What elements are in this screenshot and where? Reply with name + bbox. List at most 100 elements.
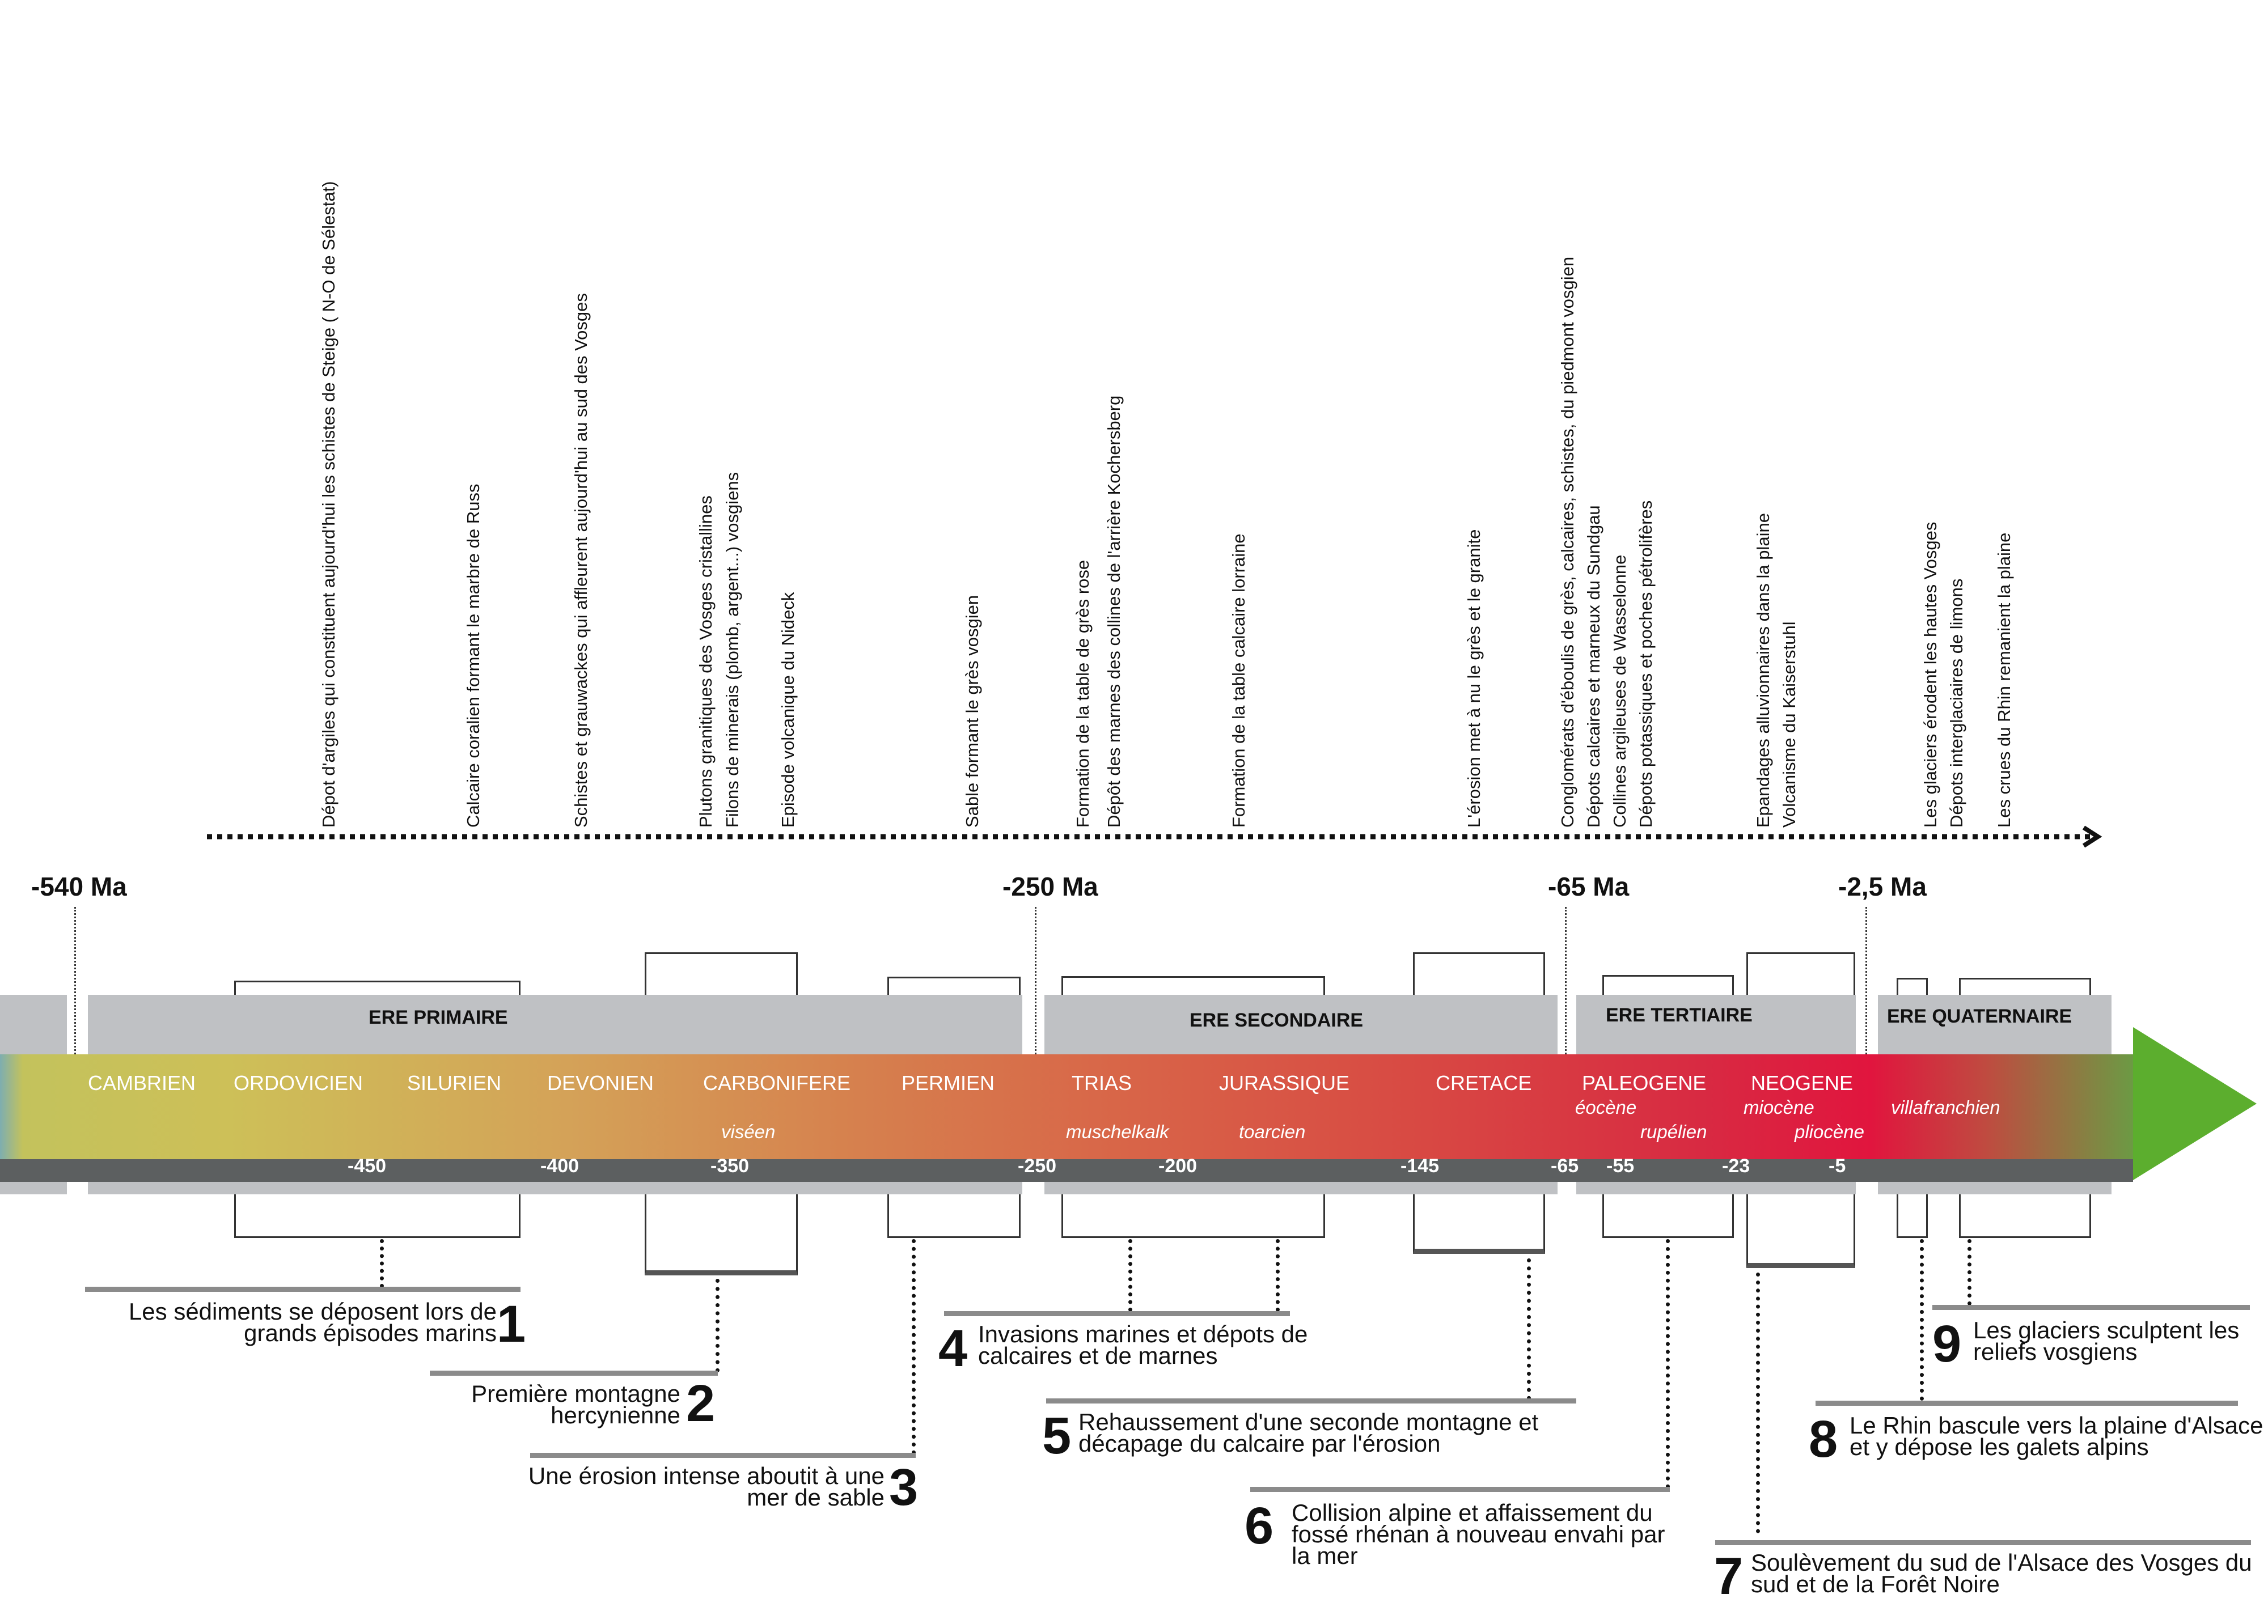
step-line <box>430 1371 718 1376</box>
tick-label: -65 <box>1551 1155 1579 1177</box>
tick-label: -250 <box>1018 1155 1057 1177</box>
period-bracket <box>1746 1194 1855 1268</box>
period-bracket <box>1061 1194 1325 1238</box>
milestone-line <box>74 907 76 1054</box>
era-label: ERE TERTIAIRE <box>1606 1004 1753 1026</box>
step-text: Les glaciers sculptent les reliefs vosgi… <box>1973 1317 2240 1365</box>
step-line <box>1250 1487 1670 1492</box>
step-number: 2 <box>686 1375 716 1432</box>
event-arrow <box>207 825 2102 848</box>
period-bracket <box>1413 1194 1545 1254</box>
step-number: 8 <box>1809 1410 1838 1468</box>
period-bracket <box>1959 978 2091 998</box>
step-text: Le Rhin bascule vers la plaine d'Alsace … <box>1850 1412 2263 1460</box>
epoch-label: muschelkalk <box>1066 1121 1169 1142</box>
step-connector <box>1527 1258 1531 1400</box>
milestone-line <box>1565 907 1567 1054</box>
step-line <box>944 1311 1290 1316</box>
step-connector <box>912 1239 916 1455</box>
epoch-label: miocène <box>1744 1097 1814 1118</box>
era-band-tertiaire <box>1576 995 1856 1054</box>
step-line <box>85 1287 521 1292</box>
timeline-arrow-head <box>2133 1027 2257 1180</box>
tick-label: -23 <box>1722 1155 1750 1177</box>
epoch-label: viséen <box>721 1121 776 1142</box>
tick-label: -55 <box>1606 1155 1635 1177</box>
step-text: Les sédiments se déposent lors de grands… <box>128 1298 497 1346</box>
step-number: 4 <box>938 1320 968 1377</box>
epoch-label: rupélien <box>1640 1121 1707 1142</box>
step-text: Collision alpine et affaissement du foss… <box>1292 1499 1665 1569</box>
period-label: CRETACE <box>1436 1071 1532 1095</box>
step-connector <box>380 1239 384 1288</box>
period-label: JURASSIQUE <box>1219 1071 1350 1095</box>
step-line <box>1816 1401 2238 1406</box>
era-band-quaternaire <box>1878 995 2112 1054</box>
period-bracket <box>887 1194 1021 1238</box>
period-bracket <box>645 952 798 998</box>
step-line <box>1932 1305 2250 1310</box>
milestone-label: -540 Ma <box>31 872 127 901</box>
period-label: SILURIEN <box>407 1071 502 1095</box>
era-label: ERE SECONDAIRE <box>1190 1010 1364 1031</box>
era-band-secondaire <box>1044 995 1558 1054</box>
epoch-label: toarcien <box>1239 1121 1306 1142</box>
epoch-label: villafranchien <box>1891 1097 2000 1118</box>
milestone-label: -65 Ma <box>1548 872 1630 901</box>
tick-label: -145 <box>1400 1155 1440 1177</box>
period-bracket <box>1061 976 1325 998</box>
period-bracket <box>1897 1194 1928 1238</box>
era-band-primaire <box>88 995 1022 1054</box>
period-bracket <box>1959 1194 2091 1238</box>
tick-label: -5 <box>1829 1155 1846 1177</box>
epoch-label: éocène <box>1575 1097 1637 1118</box>
period-label: DEVONIEN <box>547 1071 654 1095</box>
period-label: PALEOGENE <box>1582 1071 1707 1095</box>
milestone-line <box>1865 907 1867 1054</box>
period-label: ORDOVICIEN <box>234 1071 363 1095</box>
step-text: Rehaussement d'une seconde montagne et d… <box>1078 1409 1539 1457</box>
period-bracket <box>234 1194 521 1238</box>
period-label: CAMBRIEN <box>88 1071 196 1095</box>
period-label: PERMIEN <box>902 1071 995 1095</box>
era-band-left-stub <box>0 995 67 1054</box>
epoch-label: pliocène <box>1795 1121 1864 1142</box>
step-connector <box>1920 1239 1924 1401</box>
period-label: TRIAS <box>1072 1071 1132 1095</box>
step-connector <box>1276 1239 1280 1312</box>
step-text: Une érosion intense aboutit à une mer de… <box>528 1462 885 1511</box>
period-bracket <box>234 981 521 998</box>
tick-label: -400 <box>540 1155 579 1177</box>
tick-label: -200 <box>1158 1155 1198 1177</box>
step-connector <box>1967 1239 1971 1305</box>
milestone-label: -250 Ma <box>1002 872 1098 901</box>
tick-label: -450 <box>348 1155 387 1177</box>
timeline-bar <box>0 1054 2133 1159</box>
period-bracket <box>645 1194 798 1275</box>
period-bracket <box>887 977 1021 998</box>
step-number: 6 <box>1245 1497 1274 1555</box>
period-label: CARBONIFERE <box>703 1071 851 1095</box>
period-bracket <box>1413 952 1545 998</box>
milestone-label: -2,5 Ma <box>1838 872 1927 901</box>
step-text: Première montagne hercynienne <box>471 1380 680 1428</box>
era-label: ERE QUATERNAIRE <box>1887 1006 2072 1027</box>
step-text: Invasions marines et dépots de calcaires… <box>978 1321 1308 1369</box>
step-number: 7 <box>1714 1547 1744 1605</box>
step-line <box>1046 1398 1576 1403</box>
milestone-line <box>1035 907 1036 1054</box>
tick-strip <box>0 1159 2133 1182</box>
step-connector <box>1666 1239 1670 1489</box>
period-bracket <box>1897 978 1928 998</box>
step-text: Soulèvement du sud de l'Alsace des Vosge… <box>1751 1549 2252 1597</box>
period-bracket <box>1746 952 1855 998</box>
period-bracket <box>1602 975 1734 998</box>
tick-label: -350 <box>710 1155 750 1177</box>
period-label: NEOGENE <box>1751 1071 1854 1095</box>
step-connector <box>1128 1239 1132 1312</box>
era-label: ERE PRIMAIRE <box>369 1007 508 1028</box>
step-number: 3 <box>889 1458 919 1516</box>
step-line <box>530 1453 916 1458</box>
step-number: 9 <box>1932 1315 1962 1373</box>
step-line <box>1715 1540 2251 1545</box>
